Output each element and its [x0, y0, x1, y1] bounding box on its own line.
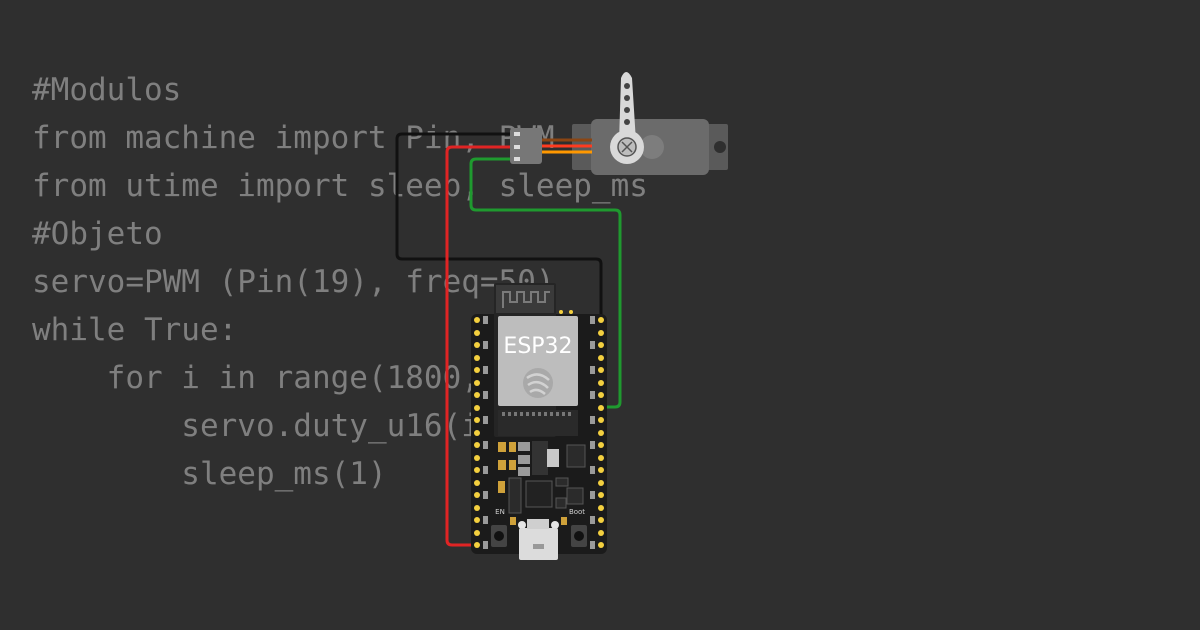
code-line: #Objeto [32, 216, 163, 252]
servo-mount-hole [714, 141, 726, 153]
code-line: from utime import sleep, sleep_ms [32, 168, 648, 204]
boot-button[interactable] [571, 525, 587, 547]
servo-horn-hole [624, 107, 630, 113]
code-editor[interactable]: #Modulos from machine import Pin, PWM from… [32, 66, 648, 498]
led-indicator [559, 310, 563, 314]
led-indicator [569, 310, 573, 314]
servo-screw-icon [617, 137, 637, 157]
connector-pin [514, 157, 520, 161]
code-line: sleep_ms(1) [32, 456, 387, 492]
code-line: from machine import Pin, PWM [32, 120, 555, 156]
left-pin-header [474, 317, 480, 548]
servo-horn-hole [624, 83, 630, 89]
servo-horn-hole [624, 119, 630, 125]
power-wire[interactable] [445, 145, 514, 547]
servo-motor[interactable] [510, 72, 728, 175]
servo-gear-boss [640, 135, 664, 159]
espressif-logo-icon [523, 368, 553, 398]
code-line: while True: [32, 312, 238, 348]
servo-horn-hole [624, 95, 630, 101]
connector-pin [514, 145, 520, 149]
servo-connector[interactable] [510, 128, 542, 164]
ground-wire[interactable] [395, 132, 603, 320]
castellation-pads [502, 412, 571, 416]
wifi-antenna-icon [502, 291, 550, 308]
signal-wire[interactable] [469, 157, 622, 409]
pin-label-marks [483, 316, 595, 549]
en-button[interactable] [491, 525, 507, 547]
esp32-board[interactable]: ESP32 [471, 283, 607, 560]
boot-button-label: Boot [569, 508, 585, 516]
chip-label: ESP32 [503, 334, 572, 359]
smd-components [498, 441, 586, 525]
rf-shield [498, 316, 578, 406]
servo-horn[interactable] [619, 72, 636, 142]
en-button-label: EN [495, 508, 505, 516]
code-line: #Modulos [32, 72, 182, 108]
micro-usb-port[interactable] [518, 519, 559, 560]
right-pin-header [598, 317, 604, 548]
connector-pin [514, 132, 520, 136]
